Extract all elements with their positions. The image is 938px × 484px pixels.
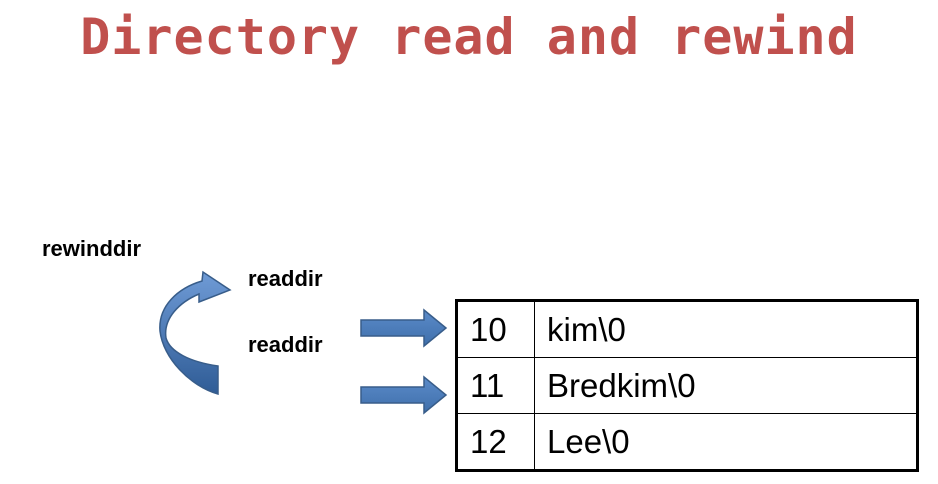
inode-cell: 10	[456, 300, 535, 358]
curved-arrow-icon	[159, 270, 232, 395]
table-row: 11 Bredkim\0	[456, 357, 918, 414]
page-title: Directory read and rewind	[80, 8, 858, 66]
table-row: 10 kim\0	[456, 300, 918, 358]
directory-table: 10 kim\0 11 Bredkim\0 12 Lee\0	[455, 299, 919, 472]
right-arrow-icon	[360, 375, 448, 415]
readdir-label-second: readdir	[248, 332, 323, 357]
rewinddir-label: rewinddir	[42, 236, 142, 261]
filename-cell: Lee\0	[534, 413, 918, 471]
readdir-label-first: readdir	[248, 266, 323, 291]
filename-cell: kim\0	[534, 300, 918, 358]
inode-cell: 11	[456, 357, 535, 414]
right-arrow-icon	[360, 308, 448, 348]
table-row: 12 Lee\0	[456, 413, 918, 471]
filename-cell: Bredkim\0	[534, 357, 918, 414]
inode-cell: 12	[456, 413, 535, 471]
